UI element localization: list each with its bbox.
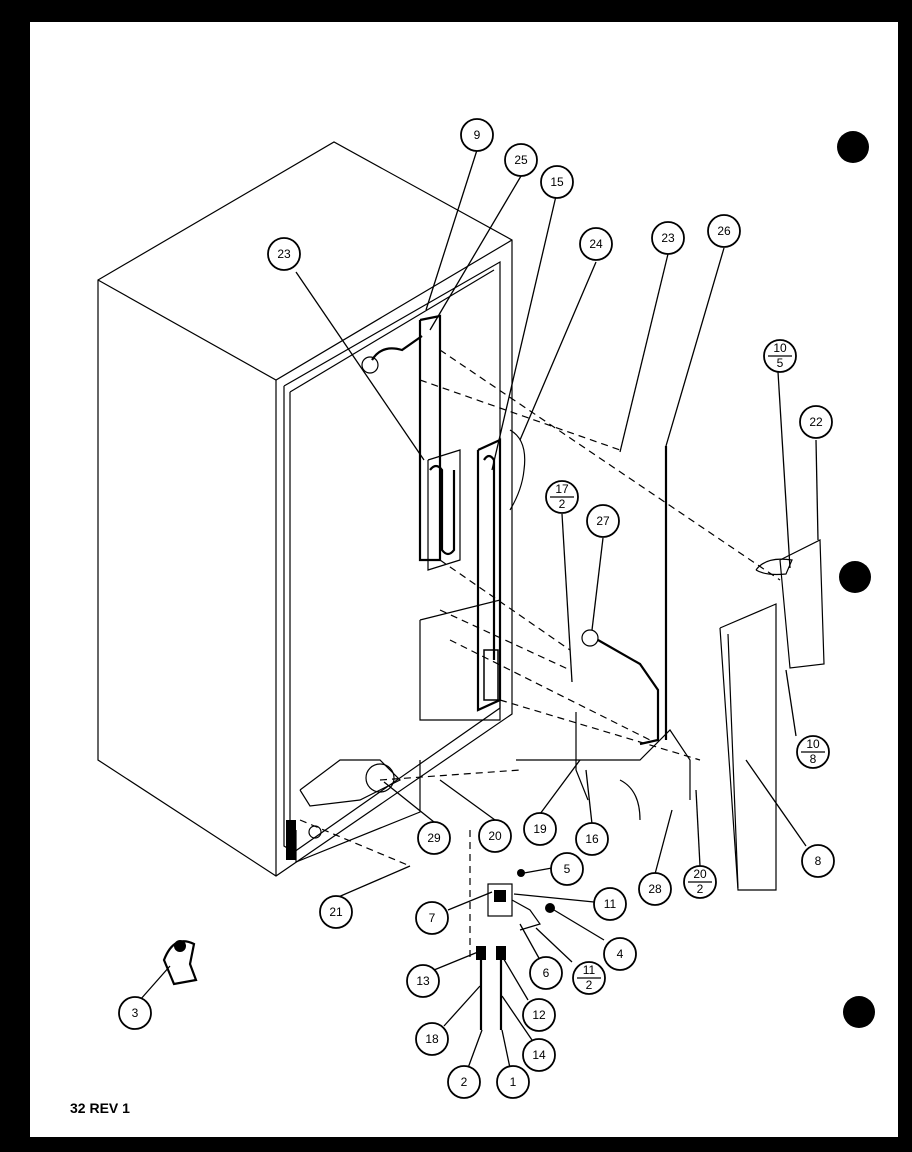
svg-text:10: 10	[773, 341, 787, 355]
svg-text:25: 25	[514, 153, 528, 167]
svg-text:15: 15	[550, 175, 564, 189]
leader-lines	[139, 149, 819, 1069]
svg-text:21: 21	[329, 905, 343, 919]
svg-text:18: 18	[425, 1032, 439, 1046]
svg-text:12: 12	[532, 1008, 546, 1022]
binder-hole-top	[837, 131, 869, 163]
callout-27: 27	[586, 504, 620, 538]
callout-10-over-5: 10 5	[763, 339, 797, 373]
svg-text:1: 1	[510, 1075, 517, 1089]
callout-20-over-2: 20 2	[683, 865, 717, 899]
svg-text:23: 23	[277, 247, 291, 261]
callout-16: 16	[575, 822, 609, 856]
callout-21: 21	[319, 895, 353, 929]
callout-18: 18	[415, 1022, 449, 1056]
callout-2: 2	[447, 1065, 481, 1099]
svg-text:4: 4	[617, 947, 624, 961]
callout-17-over-2: 17 2	[545, 480, 579, 514]
svg-text:11: 11	[604, 897, 617, 911]
svg-text:20: 20	[693, 867, 707, 881]
alignment-lines	[299, 349, 781, 960]
callout-4: 4	[603, 937, 637, 971]
svg-text:6: 6	[543, 966, 550, 980]
svg-text:22: 22	[809, 415, 823, 429]
svg-text:5: 5	[564, 862, 571, 876]
callout-7: 7	[415, 901, 449, 935]
svg-text:28: 28	[648, 882, 662, 896]
svg-text:2: 2	[586, 978, 593, 992]
evaporator-assembly	[299, 314, 526, 839]
callout-19: 19	[523, 812, 557, 846]
callout-3: 3	[118, 996, 152, 1030]
callout-23-right: 23	[651, 221, 685, 255]
callout-14: 14	[522, 1038, 556, 1072]
svg-text:9: 9	[474, 128, 481, 142]
svg-text:7: 7	[429, 911, 436, 925]
inlet-valve-part	[162, 940, 198, 986]
svg-text:8: 8	[810, 752, 817, 766]
callout-22: 22	[799, 405, 833, 439]
svg-text:29: 29	[427, 831, 441, 845]
svg-text:8: 8	[815, 854, 822, 868]
binder-hole-bottom	[843, 996, 875, 1028]
callout-9: 9	[460, 118, 494, 152]
svg-text:16: 16	[585, 832, 599, 846]
svg-text:11: 11	[583, 963, 596, 977]
callout-23-left: 23	[267, 237, 301, 271]
svg-text:2: 2	[559, 497, 566, 511]
diagram-sheet	[30, 22, 898, 1137]
callout-20: 20	[478, 819, 512, 853]
page-label: 32 REV 1	[70, 1100, 130, 1116]
drain-tube-and-panels	[516, 446, 825, 891]
callout-15: 15	[540, 165, 574, 199]
svg-text:19: 19	[533, 822, 547, 836]
binder-hole-middle	[839, 561, 871, 593]
callout-11: 11	[593, 887, 627, 921]
svg-text:27: 27	[596, 514, 610, 528]
svg-text:26: 26	[717, 224, 731, 238]
callout-25: 25	[504, 143, 538, 177]
svg-text:2: 2	[461, 1075, 468, 1089]
callout-13: 13	[406, 964, 440, 998]
callout-28: 28	[638, 872, 672, 906]
svg-text:3: 3	[132, 1006, 139, 1020]
callout-26: 26	[707, 214, 741, 248]
callout-24: 24	[579, 227, 613, 261]
svg-text:2: 2	[697, 882, 704, 896]
svg-text:13: 13	[416, 974, 430, 988]
callout-11-over-2: 11 2	[572, 961, 606, 995]
callout-10-over-8: 10 8	[796, 735, 830, 769]
callout-1: 1	[496, 1065, 530, 1099]
callout-8: 8	[801, 844, 835, 878]
svg-text:20: 20	[488, 829, 502, 843]
callout-6: 6	[529, 956, 563, 990]
water-valve-assembly	[476, 869, 555, 1030]
svg-text:23: 23	[661, 231, 675, 245]
refrigerator-cabinet	[97, 141, 513, 877]
svg-text:10: 10	[806, 737, 820, 751]
callout-29: 29	[417, 821, 451, 855]
callout-12: 12	[522, 998, 556, 1032]
callout-5: 5	[550, 852, 584, 886]
svg-text:17: 17	[555, 482, 569, 496]
svg-text:14: 14	[532, 1048, 546, 1062]
svg-text:5: 5	[777, 356, 784, 370]
svg-text:24: 24	[589, 237, 603, 251]
